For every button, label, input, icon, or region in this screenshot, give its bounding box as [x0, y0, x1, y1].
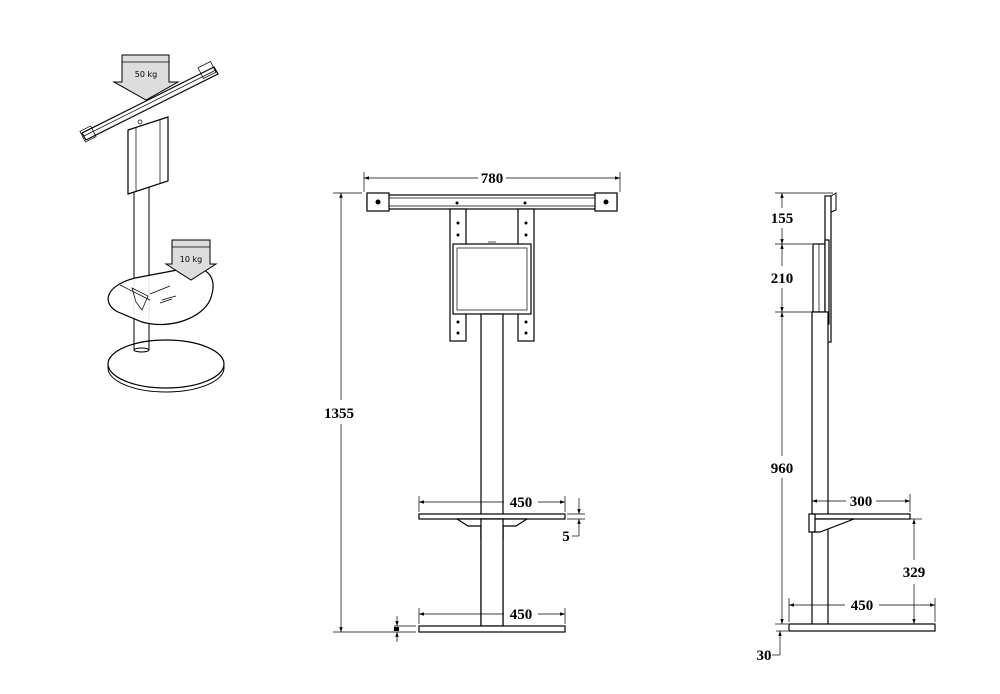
load-arrow-shelf: 10 kg	[164, 239, 218, 281]
glass-shelf	[107, 267, 214, 326]
dim-side-shelf-depth: 300	[811, 494, 911, 512]
front-shelf	[418, 513, 566, 627]
dim-front-height: 1355	[324, 192, 416, 633]
front-shelf-width-label: 450	[510, 495, 533, 511]
front-view: 780 1355 450 5	[324, 171, 621, 642]
side-shelf	[808, 513, 911, 533]
mounting-plate	[127, 116, 169, 195]
dim-front-base-width: 450	[418, 607, 566, 624]
load-arrow-top: 50 kg	[112, 54, 180, 101]
side-base	[788, 623, 936, 632]
base-disc	[107, 339, 225, 393]
dim-front-shelf-width: 450	[418, 495, 566, 512]
crossbar	[79, 61, 219, 143]
side-shelf-depth-label: 300	[850, 494, 873, 510]
perspective-view: 50 kg 10 kg	[79, 54, 225, 393]
front-crossbar	[366, 192, 618, 212]
side-mount	[812, 192, 837, 343]
dim-side-base-thickness: 30	[757, 630, 788, 664]
front-height-label: 1355	[324, 406, 354, 422]
dim-side-vertical-chain: 155 210 960	[771, 192, 833, 625]
load-label-top: 50 kg	[135, 70, 157, 79]
front-base-width-label: 450	[510, 607, 533, 623]
front-vesa-plate	[452, 241, 532, 315]
dim-front-shelf-thickness: 5	[562, 498, 585, 545]
dim-front-base-thickness	[394, 616, 416, 642]
side-dim-155-label: 155	[771, 211, 794, 227]
front-base	[418, 625, 566, 633]
side-column	[811, 311, 829, 627]
side-dim-960-label: 960	[771, 461, 794, 477]
side-view: 155 210 960 300 329 450	[757, 192, 936, 664]
load-label-shelf: 10 kg	[180, 255, 202, 264]
side-base-depth-label: 450	[851, 598, 874, 614]
side-dim-210-label: 210	[771, 271, 794, 287]
front-shelf-thickness-label: 5	[562, 529, 570, 545]
side-shelf-height-label: 329	[903, 565, 926, 581]
dim-side-shelf-height: 329	[903, 518, 926, 624]
dim-side-base-depth: 450	[788, 598, 936, 622]
front-width-label: 780	[481, 171, 504, 187]
side-base-thickness-label: 30	[757, 648, 772, 664]
dim-front-width: 780	[363, 171, 621, 192]
